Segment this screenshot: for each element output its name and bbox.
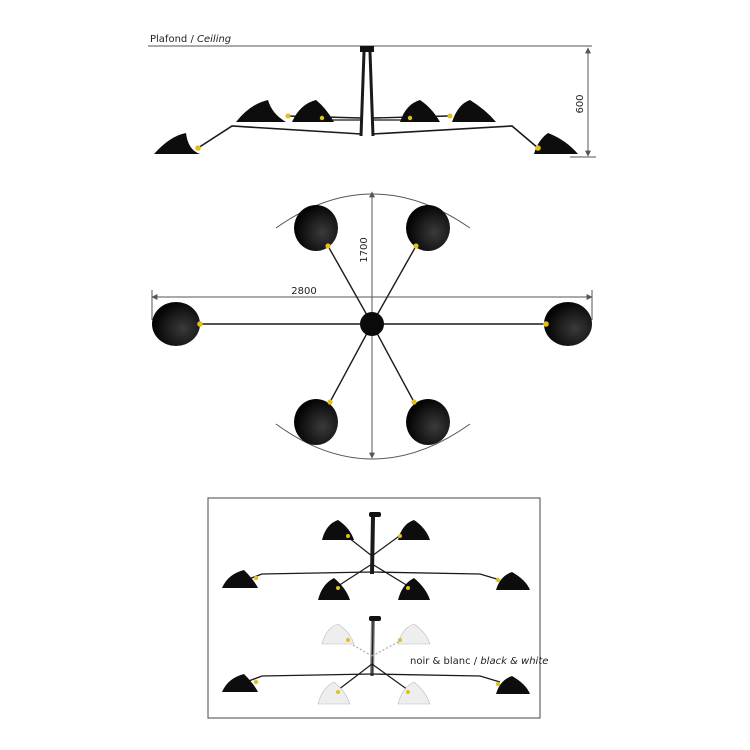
joint-elev-2 bbox=[285, 113, 291, 119]
vb-arm-left bbox=[245, 673, 373, 683]
plan-joint-bottom-left bbox=[327, 399, 333, 405]
vb-joint-1 bbox=[253, 679, 259, 685]
arc-bottom bbox=[275, 423, 471, 460]
variant-black bbox=[222, 512, 530, 600]
vb-joint-3 bbox=[398, 638, 402, 642]
plan-shade-bottom-left bbox=[294, 399, 338, 445]
vb-arm-top-right bbox=[371, 639, 403, 657]
vb-shade-3 bbox=[397, 623, 431, 645]
vb-joint-5 bbox=[406, 690, 410, 694]
vb-joint-2 bbox=[346, 638, 350, 642]
plan-shade-left bbox=[152, 302, 200, 346]
plan-view: 2800 1700 bbox=[151, 191, 593, 460]
va-shade-6 bbox=[496, 572, 530, 590]
plan-joint-bottom-right bbox=[411, 399, 417, 405]
plan-shade-bottom-right bbox=[406, 399, 450, 445]
plan-shade-top-left bbox=[294, 205, 338, 251]
va-arm-left bbox=[245, 571, 373, 581]
va-arm-top-right bbox=[371, 533, 403, 557]
vb-joint-6 bbox=[495, 681, 501, 687]
height-label: 600 bbox=[575, 94, 586, 113]
stem-left bbox=[359, 51, 366, 137]
joint-elev-1 bbox=[195, 145, 201, 151]
plan-center-hub bbox=[360, 312, 384, 336]
depth-label: 1700 bbox=[359, 237, 370, 262]
variant-black-white: noir & blanc / black & white bbox=[222, 616, 548, 705]
va-shade-4 bbox=[318, 578, 350, 600]
vb-canopy bbox=[369, 616, 381, 621]
plan-joint-top-right bbox=[413, 243, 419, 249]
plan-arm-bottom-left bbox=[329, 323, 373, 403]
vb-shade-4 bbox=[317, 681, 351, 705]
vb-arm-bottom-left bbox=[337, 663, 373, 691]
va-arm-right bbox=[371, 571, 501, 581]
va-joint-3 bbox=[398, 534, 402, 538]
va-shade-3 bbox=[398, 520, 430, 540]
joint-elev-3 bbox=[319, 115, 325, 121]
vb-shade-6 bbox=[496, 676, 530, 694]
width-label: 2800 bbox=[291, 286, 316, 297]
plan-arm-bottom-right bbox=[371, 323, 415, 403]
va-arm-bottom-left bbox=[337, 563, 373, 587]
ceiling-canopy bbox=[360, 46, 374, 52]
va-shade-2 bbox=[322, 520, 354, 540]
shade-elev-3 bbox=[292, 100, 334, 122]
shade-elev-5 bbox=[452, 100, 496, 122]
vb-arm-bottom-right bbox=[371, 663, 409, 691]
va-joint-1 bbox=[253, 575, 259, 581]
va-canopy bbox=[369, 512, 381, 517]
shade-elev-4 bbox=[400, 100, 440, 122]
plan-shade-right bbox=[544, 302, 592, 346]
shade-elev-2 bbox=[236, 100, 286, 122]
joint-elev-5 bbox=[447, 113, 453, 119]
plan-joint-top-left bbox=[325, 243, 331, 249]
ceiling-label: Plafond / Ceiling bbox=[150, 34, 231, 45]
vb-shade-2 bbox=[321, 623, 355, 645]
vb-shade-5 bbox=[397, 681, 431, 705]
vb-shade-1 bbox=[222, 674, 258, 692]
stem-right bbox=[368, 51, 375, 137]
plan-shade-top-right bbox=[406, 205, 450, 251]
plan-joint-right bbox=[543, 321, 549, 327]
va-shade-5 bbox=[398, 578, 430, 600]
vb-stem-core bbox=[371, 620, 374, 677]
vb-arm-top-left bbox=[343, 639, 373, 657]
joint-elev-4 bbox=[407, 115, 413, 121]
joint-elev-6 bbox=[535, 145, 541, 151]
shade-elev-1 bbox=[154, 133, 200, 154]
vb-joint-4 bbox=[336, 690, 340, 694]
vb-arm-right bbox=[371, 673, 501, 683]
va-joint-5 bbox=[406, 586, 410, 590]
va-shade-1 bbox=[222, 570, 258, 588]
va-joint-4 bbox=[336, 586, 340, 590]
finish-variants-panel: noir & blanc / black & white bbox=[207, 497, 548, 719]
plan-joint-left bbox=[197, 321, 203, 327]
arm-long-right bbox=[372, 125, 539, 149]
va-stem bbox=[370, 516, 375, 575]
arm-long-left bbox=[197, 125, 362, 149]
plan-arm-top-right bbox=[371, 245, 417, 325]
va-joint-2 bbox=[346, 534, 350, 538]
shade-elev-6 bbox=[534, 133, 578, 154]
elevation-view: Plafond / Ceiling 600 bbox=[148, 34, 596, 158]
plan-arm-top-left bbox=[327, 245, 373, 325]
finish-label: noir & blanc / black & white bbox=[410, 656, 548, 667]
va-joint-6 bbox=[495, 577, 501, 583]
va-arm-bottom-right bbox=[371, 563, 409, 587]
